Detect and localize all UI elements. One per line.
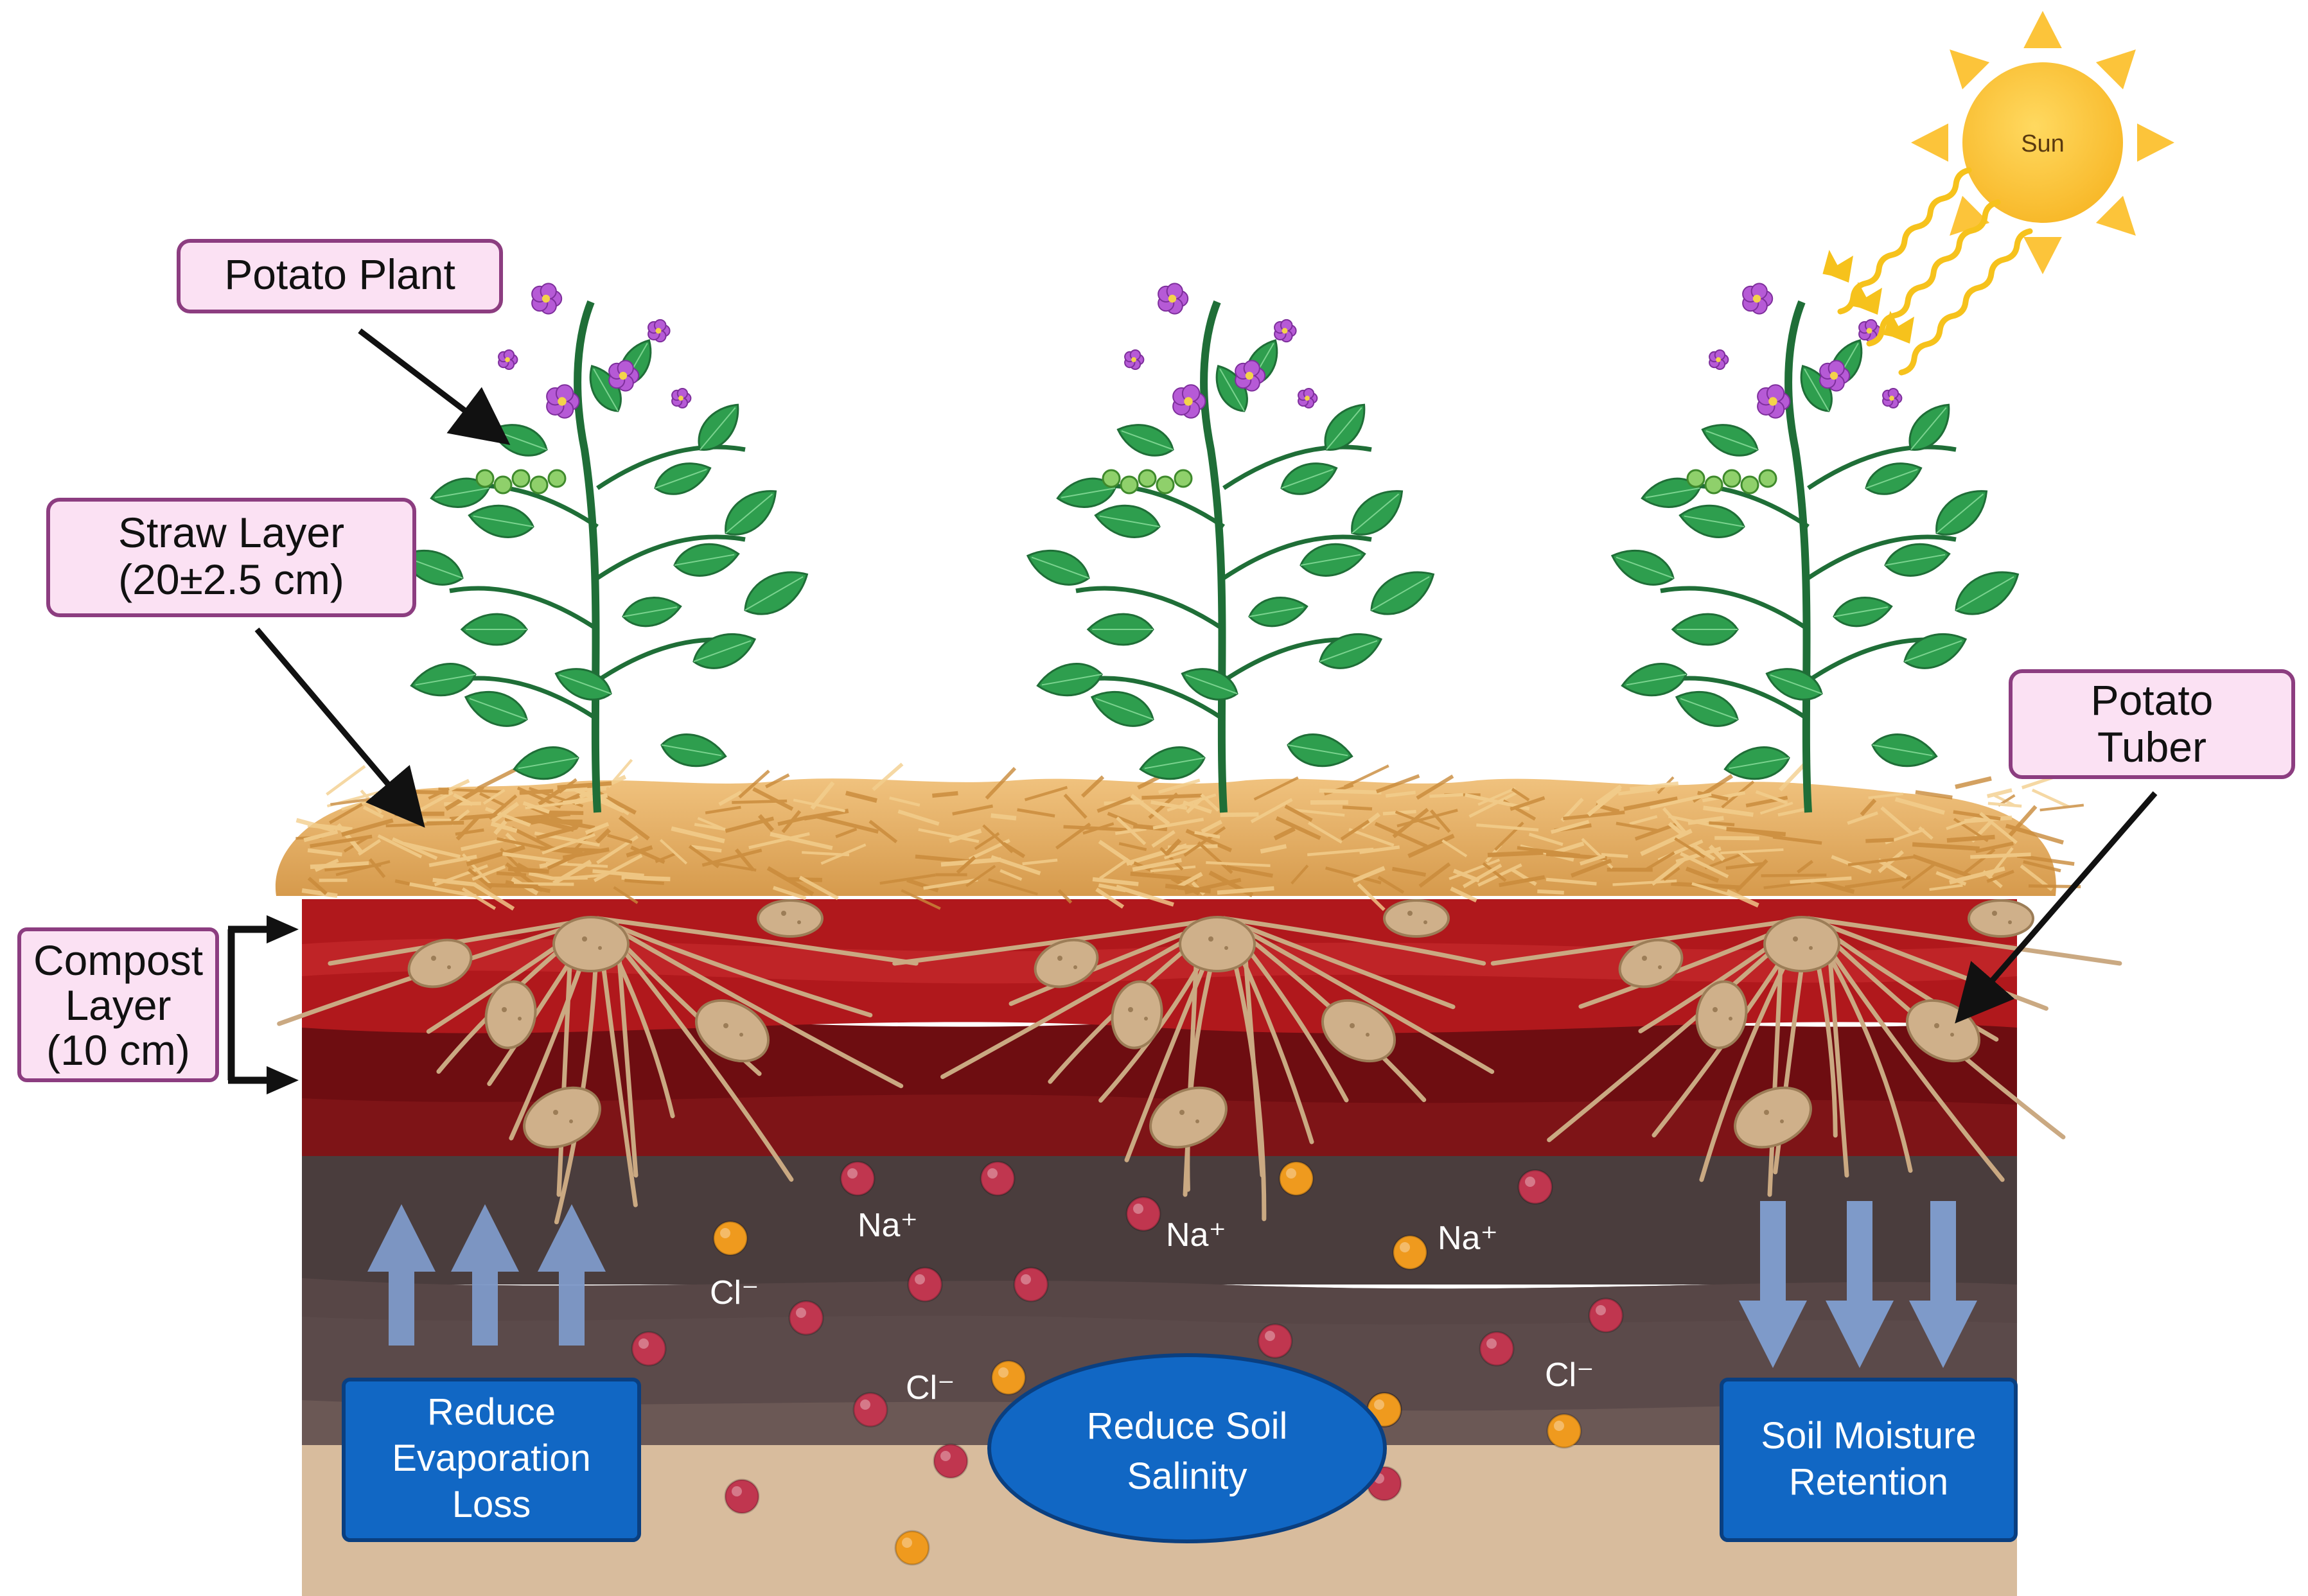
sunlight-rays-icon (1822, 167, 2033, 376)
callout-straw-layer: Straw Layer (20±2.5 cm) (46, 498, 425, 828)
straw-mulch (275, 758, 2084, 911)
potato-tubers (407, 899, 2034, 1149)
ion-label-chloride-1: Cl⁻ (710, 1274, 759, 1311)
ion-label-sodium-2: Na⁺ (1166, 1216, 1226, 1254)
sun-icon: Sun (1911, 11, 2174, 274)
callout-compost-layer-line-2: Layer (65, 981, 171, 1029)
ion-labels: Na⁺ Na⁺ Na⁺ Cl⁻ Cl⁻ Cl⁻ (710, 1207, 1594, 1407)
potato-plants (400, 283, 2020, 813)
callout-compost-layer: Compost Layer (10 cm) (17, 915, 299, 1094)
potato-tuber-icon (1321, 999, 1396, 1063)
potato-tuber-icon (407, 938, 473, 988)
potato-tuber-icon (484, 980, 537, 1049)
potato-plant-icon (400, 283, 809, 813)
callout-potato-tuber-arrow (1955, 791, 2158, 1024)
potato-tuber-icon (694, 999, 770, 1063)
potato-plant-icon (1610, 283, 2020, 813)
effect-evaporation-line-2: Evaporation (392, 1437, 591, 1479)
potato-tuber-icon (1695, 980, 1748, 1049)
callout-potato-tuber-line-2: Tuber (2097, 723, 2207, 771)
potato-tuber-icon (1149, 1086, 1228, 1149)
sunlight-arrowheads-icon (1824, 256, 1914, 344)
effect-moisture-line-1: Soil Moisture (1761, 1415, 1976, 1457)
effect-moisture-line-2: Retention (1789, 1461, 1948, 1503)
ion-label-sodium-3: Na⁺ (1438, 1220, 1498, 1257)
callout-potato-plant-text: Potato Plant (224, 250, 455, 298)
potato-tuber-icon (523, 1086, 601, 1149)
potato-tuber-icon (552, 916, 630, 972)
evaporation-arrows-icon (367, 1204, 606, 1346)
sun-label: Sun (2021, 130, 2065, 157)
potato-tuber-icon (757, 899, 824, 938)
callout-potato-tuber: Potato Tuber (1955, 669, 2295, 1024)
compost-bracket-arrow-top (267, 915, 299, 943)
potato-tuber-icon (1763, 916, 1840, 972)
effect-evaporation-line-3: Loss (452, 1484, 531, 1525)
potato-tuber-icon (1618, 938, 1684, 988)
callout-potato-tuber-line-1: Potato (2091, 676, 2214, 724)
potato-plant-icon (1026, 283, 1435, 813)
callout-compost-layer-line-1: Compost (33, 936, 203, 984)
effect-box-evaporation: Reduce Evaporation Loss (342, 1378, 641, 1542)
callout-potato-plant-arrow (358, 328, 511, 445)
ion-label-sodium-1: Na⁺ (858, 1207, 918, 1244)
potato-tuber-icon (1179, 916, 1256, 972)
effect-ellipse-salinity: Reduce Soil Salinity (987, 1353, 1387, 1543)
potato-tuber-icon (1034, 938, 1099, 988)
compost-bracket-arrow-bottom (267, 1066, 299, 1094)
potato-tuber-icon (1383, 899, 1450, 938)
ion-label-chloride-3: Cl⁻ (1545, 1356, 1594, 1394)
callout-potato-plant: Potato Plant (177, 239, 511, 445)
effect-salinity-line-1: Reduce Soil (1087, 1405, 1288, 1447)
callout-straw-layer-line-1: Straw Layer (118, 509, 344, 556)
callout-straw-layer-arrow (254, 627, 425, 828)
effect-salinity-line-2: Salinity (1127, 1455, 1247, 1497)
moisture-arrows-icon (1739, 1201, 1977, 1368)
potato-tuber-icon (1111, 980, 1163, 1049)
potato-tuber-icon (1968, 899, 2034, 938)
effect-box-moisture: Soil Moisture Retention (1720, 1378, 2018, 1542)
potato-tuber-icon (1734, 1086, 1812, 1149)
callout-compost-layer-line-3: (10 cm) (46, 1026, 190, 1074)
callout-straw-layer-line-2: (20±2.5 cm) (118, 556, 344, 603)
ion-label-chloride-2: Cl⁻ (906, 1369, 955, 1407)
soil-ions (631, 1161, 1624, 1566)
effect-evaporation-line-1: Reduce (427, 1391, 556, 1433)
compost-bracket-icon (227, 925, 270, 1084)
